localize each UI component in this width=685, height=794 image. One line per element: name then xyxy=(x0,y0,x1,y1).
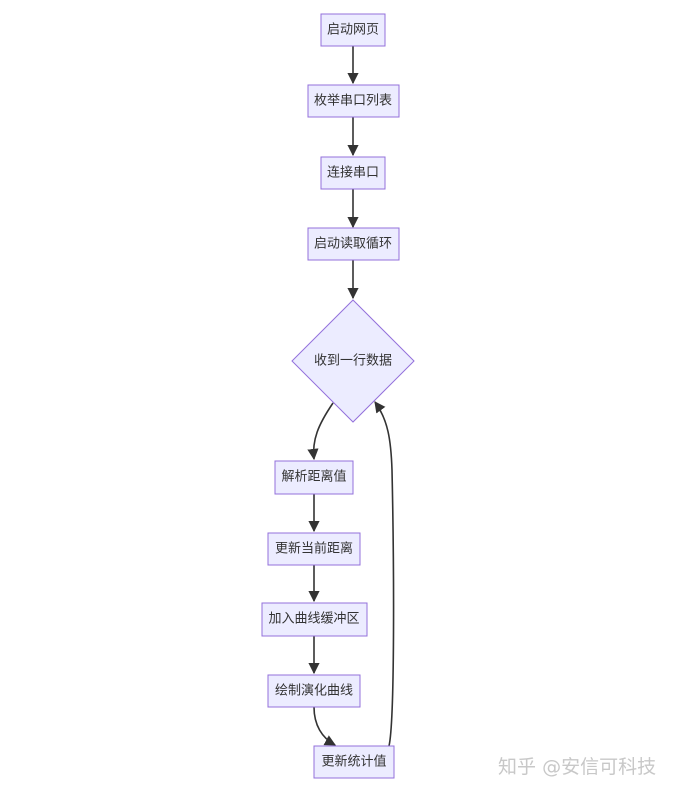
decision-receive-line: 收到一行数据 xyxy=(291,299,415,423)
node-start-loop: 启动读取循环 xyxy=(307,227,400,261)
node-update-stats: 更新统计值 xyxy=(313,745,395,779)
edge-receive-to-parse xyxy=(307,402,334,461)
decision-receive-line-label: 收到一行数据 xyxy=(314,354,392,369)
node-parse-distance-label: 解析距离值 xyxy=(281,469,346,485)
node-start-page-label: 启动网页 xyxy=(327,23,379,38)
watermark-brand: 知乎 xyxy=(498,756,537,778)
edge-stats-loop-back xyxy=(374,401,395,747)
node-parse-distance: 解析距离值 xyxy=(274,460,354,495)
node-draw-curve-label: 绘制演化曲线 xyxy=(275,683,353,699)
watermark-author: @安信可科技 xyxy=(542,756,657,778)
edges xyxy=(307,46,395,747)
node-add-buffer: 加入曲线缓冲区 xyxy=(261,602,368,637)
edge-draw-to-stats xyxy=(313,706,336,746)
node-connect-port: 连接串口 xyxy=(320,156,386,190)
node-start-page: 启动网页 xyxy=(320,13,386,47)
node-update-current-label: 更新当前距离 xyxy=(275,541,353,557)
node-connect-port-label: 连接串口 xyxy=(327,165,379,181)
node-enum-ports-label: 枚举串口列表 xyxy=(314,94,392,109)
node-update-current: 更新当前距离 xyxy=(267,532,361,566)
watermark: 知乎 @安信可科技 xyxy=(498,752,656,779)
node-enum-ports: 枚举串口列表 xyxy=(307,84,400,118)
node-add-buffer-label: 加入曲线缓冲区 xyxy=(268,612,359,627)
node-start-loop-label: 启动读取循环 xyxy=(314,237,392,252)
node-draw-curve: 绘制演化曲线 xyxy=(267,674,361,708)
node-update-stats-label: 更新统计值 xyxy=(321,754,386,770)
